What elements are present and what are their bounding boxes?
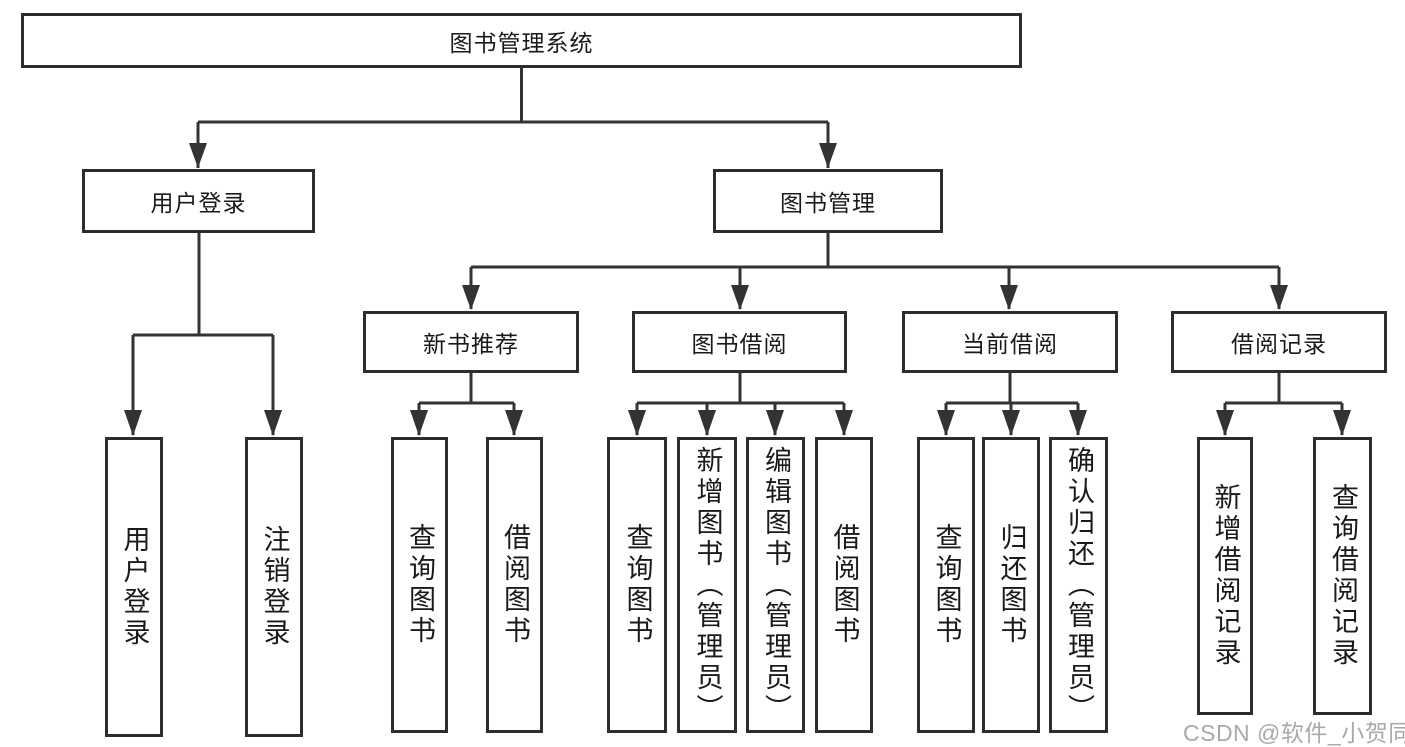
leaf-query-borrow-record-label: 查询借阅记录 [1328,483,1358,669]
arrowhead [698,410,716,436]
arrowhead [1002,410,1020,436]
leaf-borrow-book-b-label: 借阅图书 [829,523,860,647]
leaf-borrow-book-b: 借阅图书 [815,437,873,733]
node-book-borrow: 图书借阅 [632,311,847,373]
node-user-login: 用户登录 [82,169,315,233]
arrowhead [1069,410,1087,436]
node-root: 图书管理系统 [21,13,1022,68]
arrowhead [766,410,784,436]
leaf-edit-book-admin-label: 编辑图书（管理员） [761,445,791,725]
arrowhead [410,410,428,436]
leaf-query-book-c-label: 查询图书 [931,523,962,647]
leaf-query-book-a: 查询图书 [391,437,448,733]
edge-newbookrec-to-leaves [417,373,516,435]
leaf-confirm-return-admin-label: 确认归还（管理员） [1064,445,1094,725]
leaf-query-book-b: 查询图书 [607,437,667,733]
leaf-add-borrow-record-label: 新增借阅记录 [1210,483,1241,669]
leaf-query-book-b-label: 查询图书 [622,523,653,647]
leaf-return-book: 归还图书 [982,437,1040,733]
arrowhead [462,285,480,310]
leaf-borrow-book-a-label: 借阅图书 [500,523,530,647]
node-current-borrow-label: 当前借阅 [962,331,1058,357]
arrowhead [189,143,207,168]
node-borrow-records: 借阅记录 [1171,311,1387,373]
arrowhead [819,143,837,168]
arrowhead [731,285,749,310]
leaf-confirm-return-admin: 确认归还（管理员） [1049,437,1108,733]
edge-currentborrow-to-leaves [944,373,1080,435]
node-new-book-rec-label: 新书推荐 [423,331,519,357]
leaf-borrow-book-a: 借阅图书 [486,437,543,733]
edge-bookmgmt-to-level3 [469,233,1281,309]
arrowhead [1270,285,1288,310]
edge-bookborrow-to-leaves [635,373,846,435]
leaf-logout-label: 注销登录 [259,525,290,649]
leaf-query-book-c: 查询图书 [917,437,975,733]
edge-userlogin-to-leaves [131,233,275,435]
arrowhead [628,410,646,436]
edge-root-to-level2 [196,68,830,168]
node-new-book-rec: 新书推荐 [363,311,579,373]
leaf-user-login-label: 用户登录 [119,525,150,649]
arrowhead [1000,285,1018,310]
arrowhead [264,410,282,436]
arrowhead [124,410,142,436]
leaf-return-book-label: 归还图书 [996,523,1027,647]
leaf-user-login: 用户登录 [105,437,163,737]
leaf-query-borrow-record: 查询借阅记录 [1313,437,1372,715]
leaf-add-book-admin: 新增图书（管理员） [677,437,737,733]
leaf-add-borrow-record: 新增借阅记录 [1197,437,1253,715]
node-user-login-label: 用户登录 [150,190,247,216]
node-current-borrow: 当前借阅 [902,311,1118,373]
arrowhead [835,410,853,436]
leaf-add-book-admin-label: 新增图书（管理员） [692,445,723,725]
node-root-label: 图书管理系统 [449,29,594,56]
arrowhead [1333,410,1351,436]
node-book-borrow-label: 图书借阅 [691,331,788,357]
leaf-query-book-a-label: 查询图书 [405,523,435,647]
node-book-mgmt: 图书管理 [713,169,943,233]
edge-borrowrecords-to-leaves [1223,373,1344,435]
node-borrow-records-label: 借阅记录 [1231,331,1327,357]
csdn-watermark: CSDN @软件_小贺同学 [1183,720,1405,746]
node-book-mgmt-label: 图书管理 [780,190,876,216]
leaf-logout: 注销登录 [245,437,303,737]
leaf-edit-book-admin: 编辑图书（管理员） [746,437,805,733]
arrowhead [937,410,955,436]
arrowhead [505,410,523,436]
arrowhead [1216,410,1234,436]
